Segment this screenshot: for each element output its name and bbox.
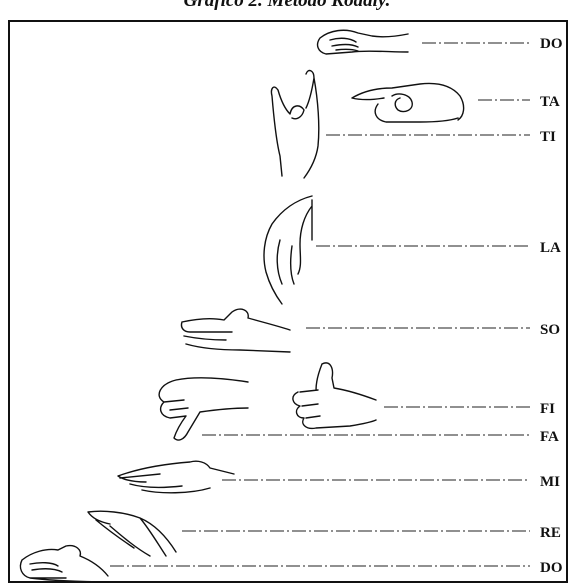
hand-sign-fa <box>159 378 248 440</box>
note-label-ta: TA <box>540 94 560 110</box>
hand-sign-la <box>264 196 312 304</box>
note-label-mi: MI <box>540 474 560 490</box>
hand-sign-ti <box>271 71 318 178</box>
note-label-la: LA <box>540 240 561 256</box>
hand-sign-mi <box>118 461 234 493</box>
hand-sign-do-low <box>20 546 108 582</box>
note-label-fi: FI <box>540 401 555 417</box>
note-label-fa: FA <box>540 429 559 445</box>
hand-sign-do-high <box>318 30 408 54</box>
hand-sign-fi <box>293 363 376 428</box>
note-label-ti: TI <box>540 129 556 145</box>
note-label-do-high: DO <box>540 36 563 52</box>
note-label-do-low: DO <box>540 560 563 576</box>
hand-sign-re <box>88 511 176 556</box>
note-label-so: SO <box>540 322 560 338</box>
hand-sign-so <box>181 309 290 352</box>
hand-sign-ta <box>352 84 464 123</box>
note-label-re: RE <box>540 525 561 541</box>
